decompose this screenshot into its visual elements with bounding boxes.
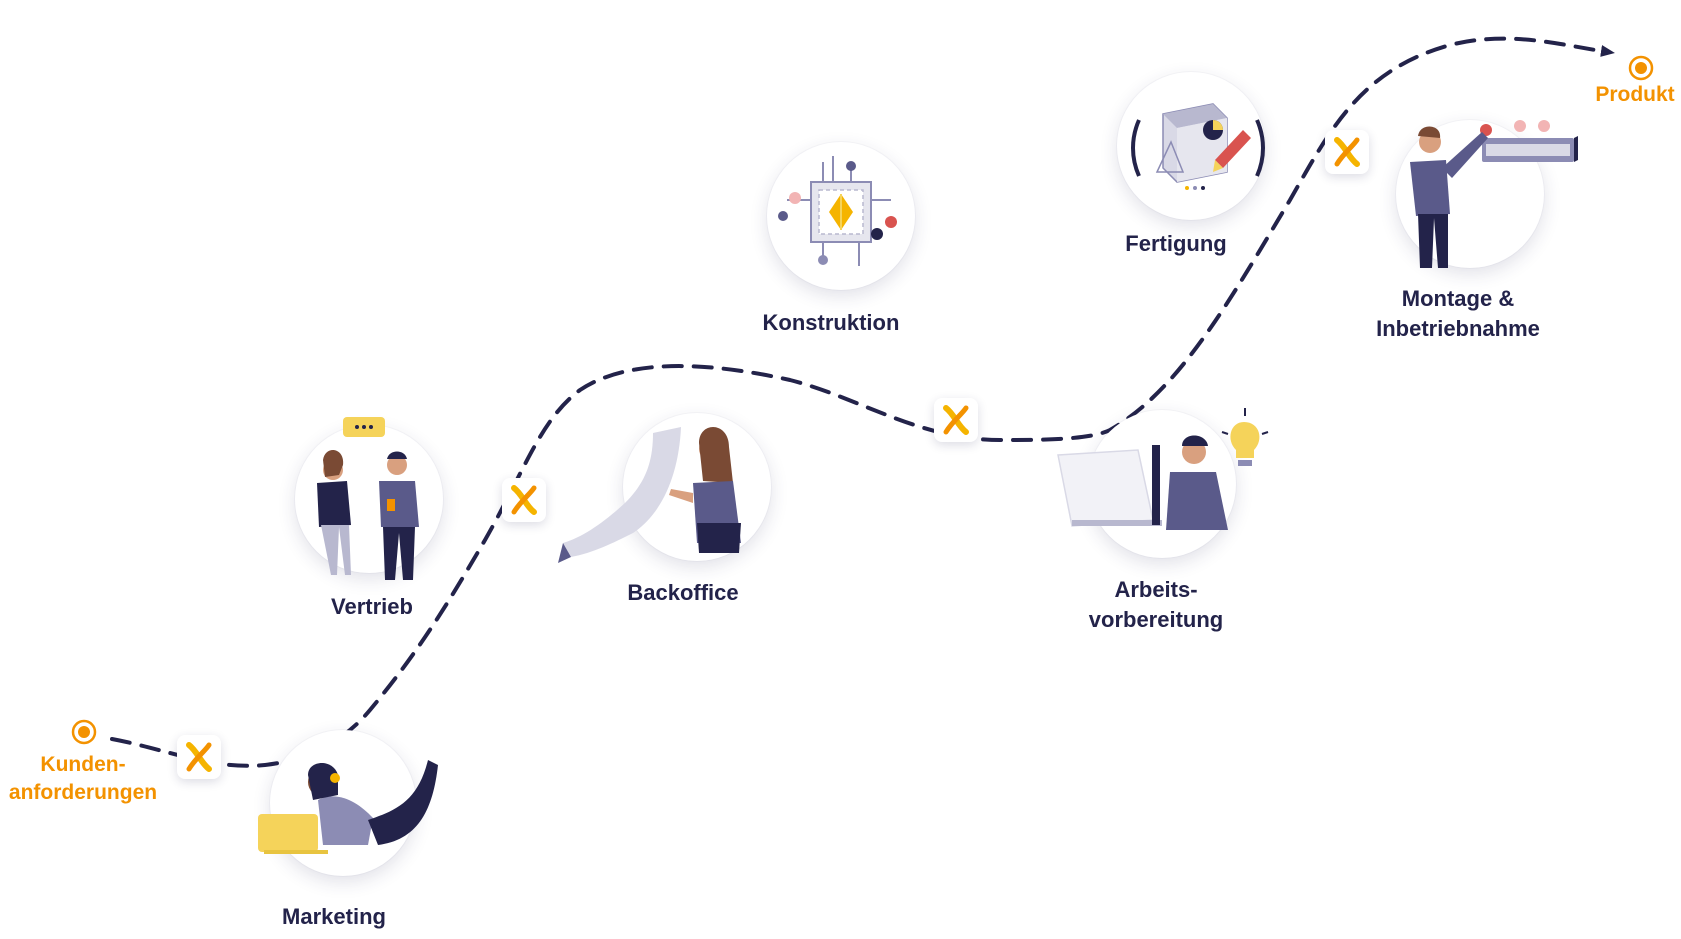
step-backoffice-label: Backoffice <box>627 580 739 605</box>
step-montage <box>1396 120 1578 268</box>
step-arbeitsvorbereitung-line2: vorbereitung <box>1088 607 1224 632</box>
step-fertigung <box>1117 72 1265 220</box>
step-montage-label: Montage & Inbetriebnahme <box>1343 284 1573 344</box>
start-label-line1: Kunden- <box>40 753 126 776</box>
start-label-line2: anforderungen <box>8 781 158 804</box>
start-target-icon <box>71 719 97 745</box>
step-fertigung-label: Fertigung <box>1125 231 1227 256</box>
logo-x-icon <box>511 485 537 515</box>
step-marketing <box>258 730 438 876</box>
step-marketing-label: Marketing <box>282 904 386 929</box>
logo-x-icon <box>943 405 969 435</box>
end-target-icon <box>1628 55 1654 81</box>
end-label: Produkt <box>1595 83 1675 106</box>
step-konstruktion-label: Konstruktion <box>762 310 900 335</box>
logo-x-icon <box>1334 137 1360 167</box>
cube-pencil-icon <box>1131 103 1265 190</box>
step-arbeitsvorbereitung-line1: Arbeits- <box>1114 577 1198 602</box>
step-arbeitsvorbereitung <box>1057 408 1269 558</box>
step-montage-line2: Inbetriebnahme <box>1376 316 1540 341</box>
man-panel-icon <box>1410 120 1578 268</box>
start-label: Kunden- anforderungen <box>0 751 166 807</box>
woman-paper-icon <box>558 426 741 563</box>
circuit-chip-icon <box>778 156 897 266</box>
sales-people-icon <box>317 417 419 580</box>
logo-badge-2 <box>502 478 546 522</box>
logo-badge-3 <box>934 398 978 442</box>
logo-badge-4 <box>1325 130 1369 174</box>
step-konstruktion <box>767 142 915 290</box>
step-vertrieb <box>295 417 443 580</box>
step-backoffice <box>558 413 771 563</box>
logo-x-icon <box>186 742 212 772</box>
man-thinking-icon <box>1057 408 1269 530</box>
logo-badge-1 <box>177 735 221 779</box>
step-vertrieb-label: Vertrieb <box>331 594 413 619</box>
woman-laptop-icon <box>258 760 438 854</box>
step-arbeitsvorbereitung-label: Arbeits- vorbereitung <box>1071 575 1241 635</box>
step-montage-line1: Montage & <box>1401 286 1515 311</box>
